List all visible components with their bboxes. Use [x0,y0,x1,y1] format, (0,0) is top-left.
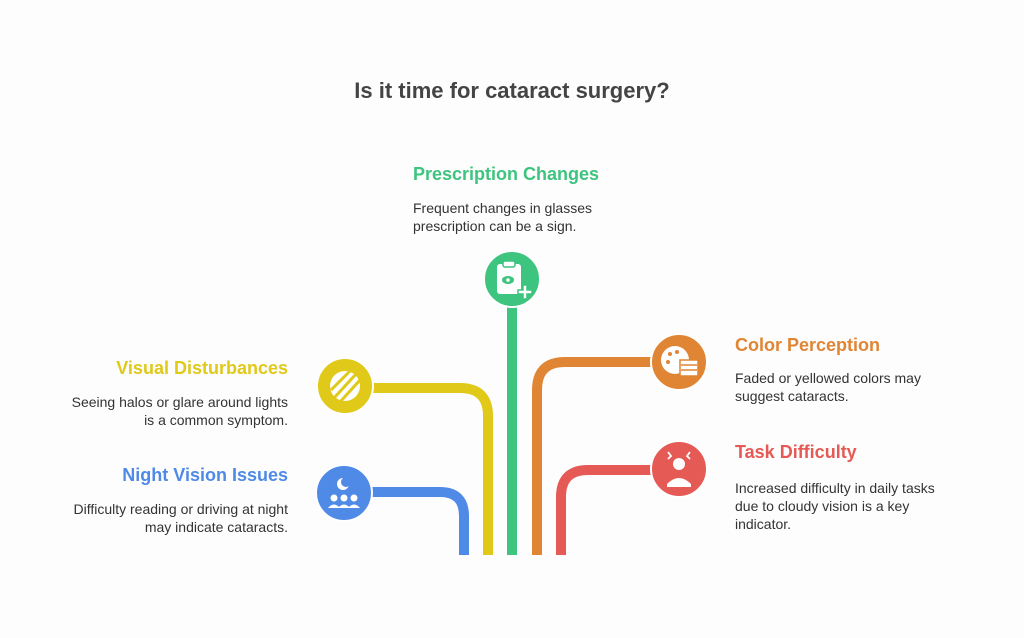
item-title-task: Task Difficulty [735,442,857,462]
palette-icon [650,333,708,391]
item-title-visual: Visual Disturbances [116,358,288,378]
desc-line: indicator. [735,516,792,532]
item-desc-night: Difficulty reading or driving at night ma… [73,500,288,536]
item-title-night: Night Vision Issues [122,465,288,485]
desc-line: Frequent changes in glasses [413,200,592,216]
desc-line: Difficulty reading or driving at night [73,501,288,517]
item-desc-prescription: Frequent changes in glasses prescription … [413,199,592,235]
desc-line: due to cloudy vision is a key [735,498,910,514]
line-red [556,465,655,555]
glare-icon [316,357,374,415]
item-desc-visual: Seeing halos or glare around lights is a … [72,393,288,429]
desc-line: is a common symptom. [144,412,288,428]
line-yellow [370,383,493,555]
desc-line: Faded or yellowed colors may [735,370,921,386]
desc-line: suggest cataracts. [735,388,849,404]
item-desc-color: Faded or yellowed colors may suggest cata… [735,369,921,405]
desc-line: may indicate cataracts. [144,519,288,535]
desc-line: prescription can be a sign. [413,218,577,234]
line-blue [370,487,469,555]
moon-people-icon [315,464,373,522]
clipboard-eye-plus-icon [483,250,541,308]
line-orange [532,357,655,555]
item-desc-task: Increased difficulty in daily tasks due t… [735,479,935,533]
frustrated-person-icon [650,440,708,498]
desc-line: Increased difficulty in daily tasks [735,480,935,496]
desc-line: Seeing halos or glare around lights [71,394,288,410]
diagram-title: Is it time for cataract surgery? [354,78,670,103]
item-title-color: Color Perception [735,335,881,355]
item-title-prescription: Prescription Changes [413,164,600,184]
